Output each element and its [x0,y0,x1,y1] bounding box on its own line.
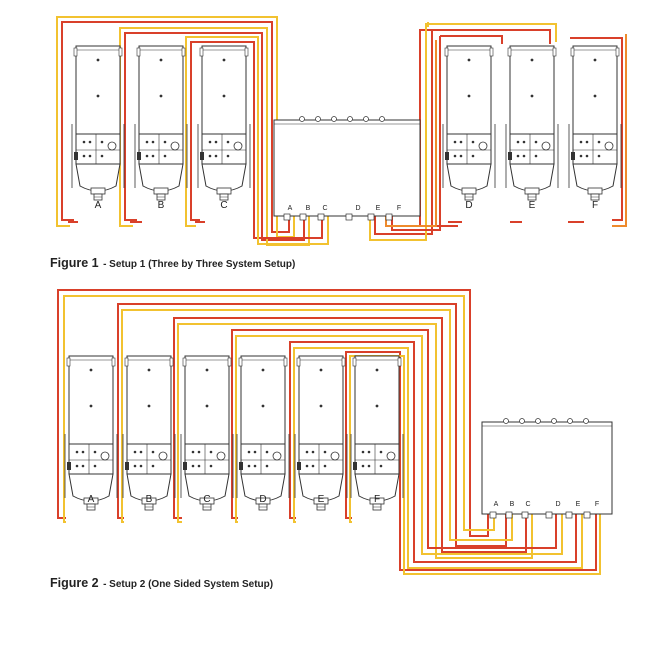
port-label: F [397,205,401,212]
unit-d: D [236,355,290,511]
cable-c-yellow [177,323,533,559]
unit-e: E [294,355,348,511]
figure-1-caption: Figure 1 - Setup 1 (Three by Three Syste… [50,254,295,272]
cable-d-yellow [235,335,563,555]
unit-a: A [71,45,125,211]
cable-e-red-down [391,36,441,231]
cable-a-yellow [63,295,495,531]
cable-c-red [173,317,527,553]
port-label: F [595,501,599,508]
figure-2-subtitle: - Setup 2 (One Sided System Setup) [103,579,274,590]
cable-d-yellow-top [425,23,557,42]
control-box: A B C D E F [273,116,421,221]
figure-1-subtitle: - Setup 1 (Three by Three System Setup) [103,259,296,270]
unit-label: A [88,494,95,505]
port-label: E [576,501,581,508]
cable-e-yellow [293,347,583,569]
cable-b-red [117,303,507,547]
unit-f: F [568,45,622,211]
unit-f: F [350,355,404,511]
figure-2-label: Figure 2 [50,576,99,590]
figure-2-diagram: A B C D E F [57,289,613,575]
cable-f-yellow [349,355,601,575]
unit-c: C [197,45,251,211]
port-label: A [494,501,499,508]
unit-label: D [465,200,472,211]
port-label: C [322,205,327,212]
cable-f-orange [612,34,627,227]
unit-label: E [529,200,536,211]
unit-e: E [505,45,559,211]
port-label: A [288,205,293,212]
unit-label: B [146,494,153,505]
cable-d-yellow [369,22,429,241]
port-label: B [510,501,515,508]
unit-label: C [203,494,210,505]
unit-label: D [259,494,266,505]
cable-c-red [190,41,323,239]
control-box: A B C D E F [481,418,613,519]
port-label: D [355,205,360,212]
cable-e-red [289,341,577,563]
unit-d: D [442,45,496,211]
cable-f-red [345,351,597,571]
cable-b-red [124,32,305,241]
cable-f-red [570,37,623,221]
unit-b: B [122,355,176,511]
cable-a-red [61,21,290,233]
cable-d-red-top [432,29,551,44]
port-label: C [525,501,530,508]
cable-e-red [440,35,503,44]
cable-a-red [57,289,489,537]
unit-label: F [592,200,598,211]
unit-label: A [95,200,102,211]
unit-label: B [158,200,165,211]
port-label: E [376,205,381,212]
unit-label: C [220,200,227,211]
unit-b: B [134,45,188,211]
figure-2-cables [57,289,601,575]
cable-d-red [231,329,557,549]
figure-2-caption: Figure 2 - Setup 2 (One Sided System Set… [50,574,273,592]
port-label: B [306,205,311,212]
unit-a: A [64,355,118,511]
cable-b-yellow [121,309,513,541]
unit-c: C [180,355,234,511]
port-label: D [555,501,560,508]
figure-1-diagram: A B C D E F [56,16,627,246]
figure-1-label: Figure 1 [50,256,99,270]
unit-label: F [374,494,380,505]
cable-c-yellow [185,36,329,245]
unit-label: E [318,494,325,505]
